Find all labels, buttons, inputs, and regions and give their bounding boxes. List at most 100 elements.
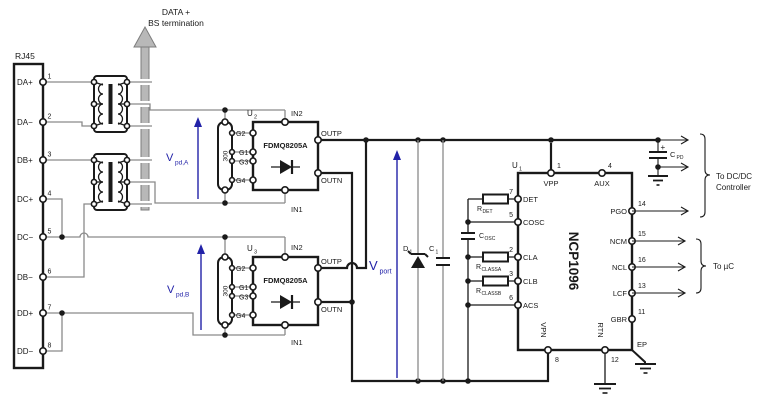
- resistor-rclassa: [482, 251, 509, 263]
- rj45-pin-number: 5: [48, 229, 52, 236]
- rj45-pin-number: 7: [48, 305, 52, 312]
- pin-label-in1: IN1: [291, 205, 303, 214]
- cpd-plus-sign: +: [661, 143, 666, 152]
- to-dcdc-label-2: Controller: [716, 183, 751, 192]
- to-uc-label: To µC: [713, 262, 734, 271]
- pin-label-clb: CLB: [523, 277, 538, 286]
- controller-part-label: NCP1096: [566, 232, 581, 291]
- pin-label-outp: OUTP: [321, 129, 342, 138]
- capacitor-cosc: [461, 232, 475, 240]
- rdet-label-sub: DET: [483, 209, 493, 215]
- capacitor-cpd: [649, 151, 667, 159]
- pin-label-vpn: VPN: [539, 322, 548, 337]
- bs-termination-label: BS termination: [148, 18, 204, 28]
- c1-label-sub: 1: [436, 250, 439, 256]
- pin-label-acs: ACS: [523, 301, 538, 310]
- d1-label-sub: 1: [410, 250, 413, 256]
- pin-label-gbr: GBR: [611, 315, 628, 324]
- rj45-pin-label: DB−: [17, 273, 33, 282]
- rj45-pin-label: DC+: [17, 195, 34, 204]
- rj45-pin-label: DA+: [17, 78, 33, 87]
- pin-num-acs: 6: [509, 295, 513, 302]
- gate-network-value: 300: [223, 150, 230, 161]
- pin-label-cosc: COSC: [523, 218, 545, 227]
- voltage-annotations: V pd,A V pd,B V port: [166, 117, 401, 378]
- rclassb-label: R: [476, 288, 481, 295]
- rj45-pin-number: 3: [48, 152, 52, 159]
- pin-label-vpp: VPP: [543, 179, 558, 188]
- diode-symbol: [280, 160, 292, 174]
- rclassa-label: R: [476, 264, 481, 271]
- controller-passives: R DET C OSC R CLASSA R CLASSB: [461, 193, 518, 381]
- ep-label: EP: [637, 340, 647, 349]
- bridge-part-label: FDMQ8205A: [263, 141, 308, 150]
- vport-label: V: [369, 258, 378, 273]
- controller-ref: U: [512, 161, 518, 170]
- resistor-rdet: [482, 193, 509, 205]
- rj45-title: RJ45: [15, 51, 35, 61]
- pin-label-g1: G1: [239, 285, 248, 292]
- vpd-b-label-sub: pd,B: [176, 292, 189, 299]
- pin-num-cosc: 5: [509, 212, 513, 219]
- rj45-pin-number: 4: [48, 191, 52, 198]
- pin-label-ncl: NCL: [612, 263, 627, 272]
- pin-label-in2: IN2: [291, 109, 303, 118]
- cpd-label-sub: PD: [677, 155, 684, 161]
- pin-num-lcf: 13: [638, 283, 646, 290]
- uc-brace: [695, 238, 707, 294]
- rj45-pin-number: 6: [48, 269, 52, 276]
- pin-label-det: DET: [523, 195, 538, 204]
- tvs-diode-d1: D 1: [403, 140, 429, 381]
- rj45-pin-label: DC−: [17, 233, 34, 242]
- cosc-label-sub: OSC: [485, 236, 496, 242]
- transformer-wires: [127, 81, 285, 205]
- rj45-pin-label: DB+: [17, 156, 33, 165]
- rj45-pin-number: 8: [48, 343, 52, 350]
- pin-label-in2: IN2: [291, 243, 303, 252]
- bridge-ref-sub: 3: [254, 250, 257, 256]
- pin-num-cla: 2: [509, 247, 513, 254]
- vpd-a-label: V: [166, 152, 174, 164]
- transformer-data-pair-a: [90, 75, 131, 133]
- pin-label-ncm: NCM: [610, 237, 627, 246]
- pin-label-cla: CLA: [523, 253, 538, 262]
- bridge-part-label: FDMQ8205A: [263, 276, 308, 285]
- rj45-pin-label: DA−: [17, 118, 33, 127]
- to-dcdc-label-1: To DC/DC: [716, 172, 752, 181]
- dcdc-output-section: + C PD To DC/DC Controller: [632, 133, 752, 218]
- pin-label-outn: OUTN: [321, 305, 342, 314]
- rj45-connector: RJ45 DA+ DA− DB+ DC+ DC− DB− DD+ DD− 1 2…: [12, 51, 52, 370]
- pin-label-aux: AUX: [594, 179, 609, 188]
- capacitor-c1: C 1: [429, 140, 450, 381]
- rdet-label: R: [477, 206, 482, 213]
- bridge-ref-sub: 2: [254, 115, 257, 121]
- pin-label-outn: OUTN: [321, 176, 342, 185]
- transformer-data-pair-b: [90, 153, 131, 211]
- diode-symbol: [280, 295, 292, 309]
- pin-label-g2: G2: [236, 266, 245, 273]
- pin-label-pgo: PGO: [610, 207, 627, 216]
- vpd-b-arrowhead: [197, 244, 205, 254]
- pin-label-g4: G4: [236, 313, 245, 320]
- pin-num-clb: 3: [509, 271, 513, 278]
- pin-num-gbr: 11: [638, 309, 645, 316]
- pin-num-rtn: 12: [611, 357, 619, 364]
- pin-label-g1: G1: [239, 150, 248, 157]
- pin-label-rtn: RTN: [596, 322, 605, 337]
- pin-label-g3: G3: [239, 160, 248, 167]
- bridge-rectifier-u2: 300 FDMQ8205A U 2 IN2 IN1 OUTP OUTN G2 G…: [217, 107, 342, 214]
- vpd-b-label: V: [167, 284, 175, 296]
- rj45-wires: [43, 81, 285, 352]
- pin-num-aux: 4: [608, 163, 612, 170]
- pin-num-det: 7: [509, 189, 513, 196]
- pin-num-vpn: 8: [555, 357, 559, 364]
- vport-arrowhead: [393, 150, 401, 160]
- pin-label-in1: IN1: [291, 338, 303, 347]
- resistor-rclassb: [482, 275, 509, 287]
- controller-ncp1096: NCP1096 U 1 1 VPP 4 AUX DET COSC CLA CLB…: [509, 161, 656, 394]
- rj45-pin-number: 2: [48, 114, 52, 121]
- controller-ref-sub: 1: [519, 167, 522, 173]
- bridge-ref: U: [247, 244, 253, 253]
